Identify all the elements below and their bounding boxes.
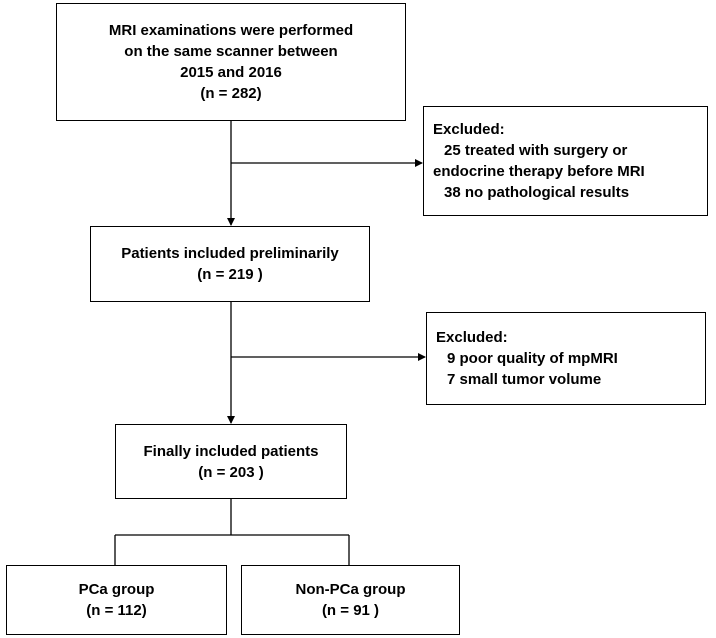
- exclusion-2-item-2: 7 small tumor volume: [447, 371, 602, 388]
- final-count: (n = 203 ): [198, 463, 264, 481]
- exclusion-2-item-1: 9 poor quality of mpMRI: [447, 350, 618, 367]
- final-box: Finally included patients (n = 203 ): [115, 424, 347, 499]
- start-line-2: on the same scanner between: [124, 43, 338, 60]
- pca-group-count: (n = 112): [86, 602, 147, 619]
- exclusion-1-heading: Excluded:: [433, 121, 505, 138]
- exclusion-2-heading: Excluded:: [436, 329, 508, 346]
- exclusion-1-item-2: endocrine therapy before MRI: [433, 163, 645, 180]
- pca-group-box: PCa group (n = 112): [6, 565, 227, 635]
- nonpca-group-title: Non-PCa group: [295, 581, 406, 598]
- preliminary-count: (n = 219 ): [197, 266, 263, 283]
- nonpca-group-box: Non-PCa group (n = 91 ): [241, 565, 460, 635]
- start-line-3: 2015 and 2016: [180, 64, 282, 81]
- preliminary-title: Patients included preliminarily: [121, 245, 339, 262]
- pca-group-title: PCa group: [78, 581, 155, 598]
- start-count: (n = 282): [200, 85, 262, 102]
- exclusion-box-1: Excluded: 25 treated with surgery or end…: [423, 106, 708, 216]
- nonpca-group-count: (n = 91 ): [321, 602, 380, 619]
- preliminary-box: Patients included preliminarily (n = 219…: [90, 226, 370, 302]
- start-line-1: MRI examinations were performed: [108, 22, 354, 39]
- exclusion-box-2: Excluded: 9 poor quality of mpMRI 7 smal…: [426, 312, 706, 405]
- exclusion-1-item-3: 38 no pathological results: [444, 184, 630, 201]
- start-box: MRI examinations were performed on the s…: [56, 3, 406, 121]
- exclusion-1-item-1: 25 treated with surgery or: [444, 142, 628, 159]
- final-title: Finally included patients: [143, 442, 319, 460]
